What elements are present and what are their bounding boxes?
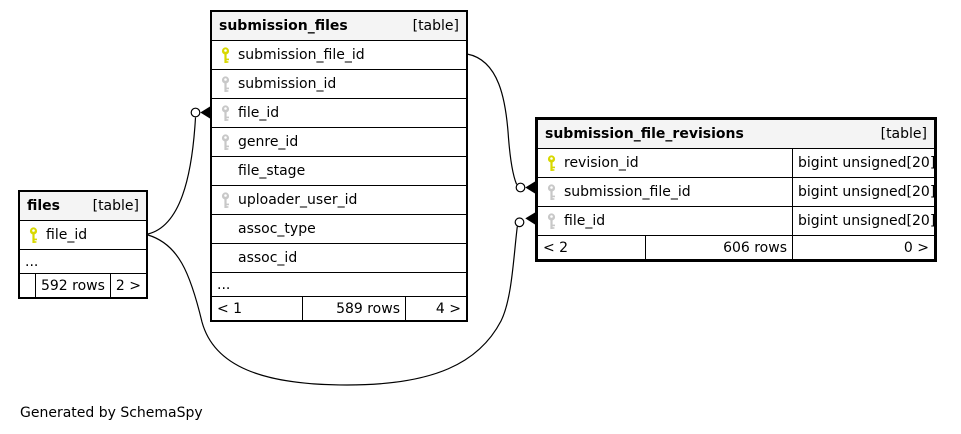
generator-note: Generated by SchemaSpy bbox=[20, 405, 203, 421]
arrowhead-revisions-submission-file-id bbox=[515, 181, 535, 194]
footer-row-count: 589 rows bbox=[302, 297, 405, 320]
relationship-curve-files-to-revisions bbox=[147, 226, 518, 386]
relationship-curve-submission-files-to-revisions bbox=[466, 53, 518, 185]
column-name-cell: file_id bbox=[212, 99, 279, 127]
column-name-cell: uploader_user_id bbox=[212, 186, 357, 214]
table-submission-file-revisions[interactable]: submission_file_revisions [table] revisi… bbox=[535, 117, 937, 262]
footer-next: 2 > bbox=[109, 274, 146, 297]
table-type-label: [table] bbox=[92, 198, 139, 214]
relationship-curve-files-to-submission-files bbox=[147, 117, 197, 235]
column-name-cell: file_stage bbox=[212, 157, 305, 185]
column-type: bigint unsigned[20] bbox=[792, 178, 935, 206]
column-name-cell: genre_id bbox=[212, 128, 298, 156]
column-type: bigint unsigned[20] bbox=[792, 149, 935, 177]
column-row: submission_file_id bbox=[212, 40, 466, 69]
key-icon-cell bbox=[212, 75, 238, 93]
key-icon-cell bbox=[212, 104, 238, 122]
primary-key-icon bbox=[547, 154, 555, 171]
key-icon-cell bbox=[20, 226, 46, 244]
footer-row-count: 606 rows bbox=[645, 236, 792, 259]
more-columns-ellipsis: ... bbox=[20, 249, 146, 273]
column-name: file_id bbox=[238, 105, 280, 121]
column-row: revision_id bigint unsigned[20] bbox=[538, 148, 935, 177]
foreign-key-icon bbox=[221, 133, 229, 150]
footer-next: 4 > bbox=[405, 297, 466, 320]
column-name-cell: assoc_id bbox=[212, 244, 297, 272]
foreign-key-icon bbox=[221, 75, 229, 92]
column-name: file_stage bbox=[238, 163, 306, 179]
column-name: submission_id bbox=[238, 76, 337, 92]
column-name: assoc_id bbox=[238, 250, 298, 266]
column-name: file_id bbox=[564, 213, 606, 229]
column-row: file_stage bbox=[212, 156, 466, 185]
column-row: assoc_type bbox=[212, 214, 466, 243]
footer-prev bbox=[20, 274, 35, 297]
column-name-cell: submission_id bbox=[212, 70, 336, 98]
column-name-cell: assoc_type bbox=[212, 215, 316, 243]
key-icon-cell bbox=[538, 154, 564, 172]
table-submission-files[interactable]: submission_files [table] submission_file… bbox=[210, 10, 468, 322]
key-icon-cell bbox=[538, 212, 564, 230]
table-header[interactable]: files [table] bbox=[20, 192, 146, 220]
table-footer: 592 rows 2 > bbox=[20, 273, 146, 297]
column-name: genre_id bbox=[238, 134, 299, 150]
key-icon-cell bbox=[212, 191, 238, 209]
column-type: bigint unsigned[20] bbox=[792, 207, 935, 235]
column-row: submission_id bbox=[212, 69, 466, 98]
table-type-label: [table] bbox=[880, 126, 927, 142]
footer-next: 0 > bbox=[792, 236, 934, 259]
column-name-cell: submission_file_id bbox=[538, 178, 792, 206]
foreign-key-icon bbox=[221, 191, 229, 208]
primary-key-icon bbox=[29, 226, 37, 243]
table-header[interactable]: submission_file_revisions [table] bbox=[538, 120, 934, 148]
table-footer: < 1 589 rows 4 > bbox=[212, 296, 466, 320]
column-row: file_id bbox=[20, 220, 146, 249]
column-row: genre_id bbox=[212, 127, 466, 156]
table-name: submission_files bbox=[219, 18, 348, 34]
more-columns-ellipsis: ... bbox=[212, 272, 466, 296]
column-row: file_id bbox=[212, 98, 466, 127]
table-footer: < 2 606 rows 0 > bbox=[538, 235, 934, 259]
table-files[interactable]: files [table] file_id... 592 rows 2 > bbox=[18, 190, 148, 299]
column-name: submission_file_id bbox=[564, 184, 691, 200]
column-name-cell: revision_id bbox=[538, 149, 792, 177]
key-icon-cell bbox=[538, 183, 564, 201]
table-name: files bbox=[27, 198, 61, 214]
column-name-cell: file_id bbox=[20, 221, 87, 249]
footer-prev: < 2 bbox=[543, 239, 569, 256]
column-name: assoc_type bbox=[238, 221, 316, 237]
primary-key-icon bbox=[221, 46, 229, 63]
table-header[interactable]: submission_files [table] bbox=[212, 12, 466, 40]
column-name-cell: submission_file_id bbox=[212, 41, 365, 69]
footer-prev: < 1 bbox=[217, 300, 243, 317]
column-name: file_id bbox=[46, 227, 88, 243]
column-row: submission_file_id bigint unsigned[20] bbox=[538, 177, 935, 206]
key-icon-cell bbox=[212, 133, 238, 151]
column-row: file_id bigint unsigned[20] bbox=[538, 206, 935, 235]
column-row: assoc_id bbox=[212, 243, 466, 272]
table-name: submission_file_revisions bbox=[545, 126, 744, 142]
column-name: uploader_user_id bbox=[238, 192, 358, 208]
column-row: uploader_user_id bbox=[212, 185, 466, 214]
column-name-cell: file_id bbox=[538, 207, 792, 235]
foreign-key-icon bbox=[221, 104, 229, 121]
table-type-label: [table] bbox=[412, 18, 459, 34]
arrowhead-revisions-file-id bbox=[514, 212, 535, 228]
footer-row-count: 592 rows bbox=[34, 274, 110, 297]
foreign-key-icon bbox=[547, 183, 555, 200]
key-icon-cell bbox=[212, 46, 238, 64]
arrowhead-submission-files-file-id bbox=[190, 106, 210, 119]
column-name: submission_file_id bbox=[238, 47, 365, 63]
foreign-key-icon bbox=[547, 212, 555, 229]
column-name: revision_id bbox=[564, 155, 639, 171]
